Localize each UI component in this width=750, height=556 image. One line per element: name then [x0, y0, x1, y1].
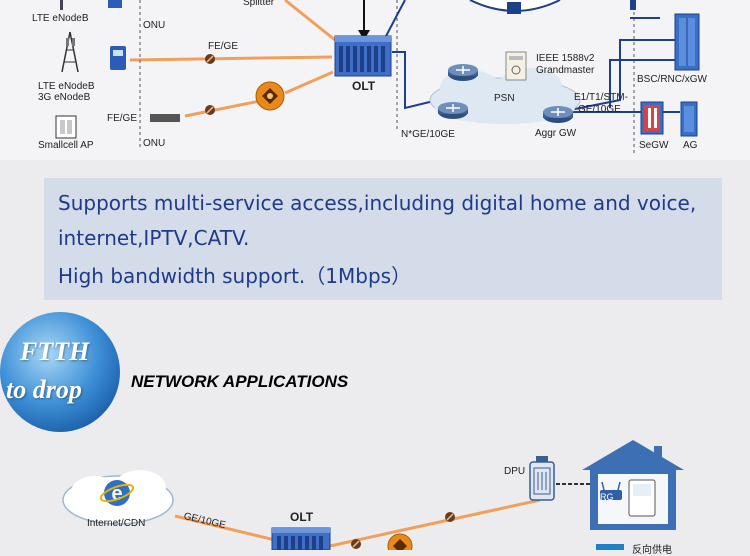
rg-router-icon — [600, 481, 622, 500]
segw-firewall-icon — [640, 101, 664, 135]
e1-label-line1: E1/T1/STM- — [574, 92, 628, 103]
bottom-olt-label: OLT — [290, 510, 314, 524]
ieee-label-line2: Grandmaster — [536, 65, 595, 76]
ieee-label-line1: IEEE 1588v2 — [536, 53, 595, 64]
fiber-line-top — [284, 0, 336, 42]
olt-up-link — [384, 0, 406, 39]
olt-chassis-icon — [334, 35, 392, 77]
bsc-rack-icon — [674, 13, 700, 71]
top-right-connector-icon — [630, 0, 636, 10]
onu-top-icon — [108, 0, 122, 8]
lte-tower-icon — [61, 31, 79, 73]
reverse-power-label: 反向供电 — [632, 545, 672, 556]
aggr-bsc-link — [569, 39, 675, 111]
aggr-gw-router-icon — [543, 106, 573, 123]
fiber-line-to-splitter — [184, 97, 271, 118]
top-diagram-area — [0, 0, 750, 160]
grandmaster-server-icon — [505, 51, 527, 81]
lte-enodeb-label: LTE eNodeB — [32, 13, 89, 24]
aggr-bsc-link-2 — [609, 59, 675, 108]
dpu-label: DPU — [504, 466, 526, 477]
lte-3g-label-line2: 3G eNodeB — [38, 92, 91, 103]
onu-label: ONU — [143, 20, 166, 31]
onu-label: ONU — [143, 138, 166, 149]
section-title: NETWORK APPLICATIONS — [131, 372, 349, 391]
router-icon — [438, 102, 468, 119]
tower-top-icon — [60, 0, 63, 10]
splitter-icon — [255, 81, 285, 111]
olt-psn-link — [392, 51, 439, 110]
svg-text:e: e — [111, 483, 122, 505]
fiber-line-fe-ge-1 — [129, 55, 333, 62]
segw-label: SeGW — [639, 140, 669, 151]
feature-info-box: Supports multi-service access,including … — [44, 178, 722, 300]
fiber-connector-icon — [205, 105, 215, 115]
ag-server-icon — [680, 101, 698, 137]
ngige-label: N*GE/10GE — [401, 129, 455, 140]
badge-text-line2: to drop — [6, 375, 82, 404]
e1-label-line2: GE/10GE — [578, 104, 621, 115]
olt-label: OLT — [352, 79, 376, 93]
ftth-badge-circle — [0, 312, 120, 432]
aggr-gw-label: Aggr GW — [535, 128, 577, 139]
router-icon — [448, 64, 478, 81]
bottom-olt-chassis-icon — [271, 527, 331, 550]
feature-text-line: Supports multi-service access,including … — [58, 191, 697, 215]
bottom-device-icon — [596, 544, 624, 550]
ie-logo-icon: e — [99, 480, 135, 506]
house-icon — [582, 440, 684, 530]
onu-box-icon — [150, 114, 180, 122]
fiber-connector-icon — [205, 54, 215, 64]
fiber-connector-icon — [445, 512, 455, 522]
smallcell-label: Smallcell AP — [38, 140, 94, 151]
fiber-line-olt-dpu — [329, 498, 541, 548]
fe-ge-label: FE/GE — [208, 41, 239, 52]
feature-text-line: internet,IPTV,CATV. — [58, 226, 250, 250]
onu-device-icon — [110, 46, 126, 70]
feature-text-line: High bandwidth support.（1Mbps） — [58, 264, 412, 288]
bsc-label: BSC/RNC/xGW — [637, 74, 707, 85]
fiber-connector-icon — [351, 539, 361, 549]
rg-label: RG — [600, 492, 614, 502]
fe-ge-label: FE/GE — [107, 113, 138, 124]
ag-label: AG — [683, 140, 698, 151]
bottom-splitter-icon — [387, 533, 413, 550]
badge-text-line1: FTTH — [20, 337, 90, 366]
smallcell-ap-icon — [55, 115, 77, 139]
fiber-line-splitter-olt — [284, 70, 334, 95]
psn-label: PSN — [494, 93, 515, 104]
internet-cdn-label: Internet/CDN — [87, 518, 146, 529]
splitter-label: Splitter — [243, 0, 275, 8]
splitter-arrow-icon — [358, 30, 370, 40]
core-device-icon — [507, 2, 521, 14]
lte-3g-label-line1: LTE eNodeB — [38, 81, 95, 92]
dpu-device-icon — [529, 456, 555, 501]
